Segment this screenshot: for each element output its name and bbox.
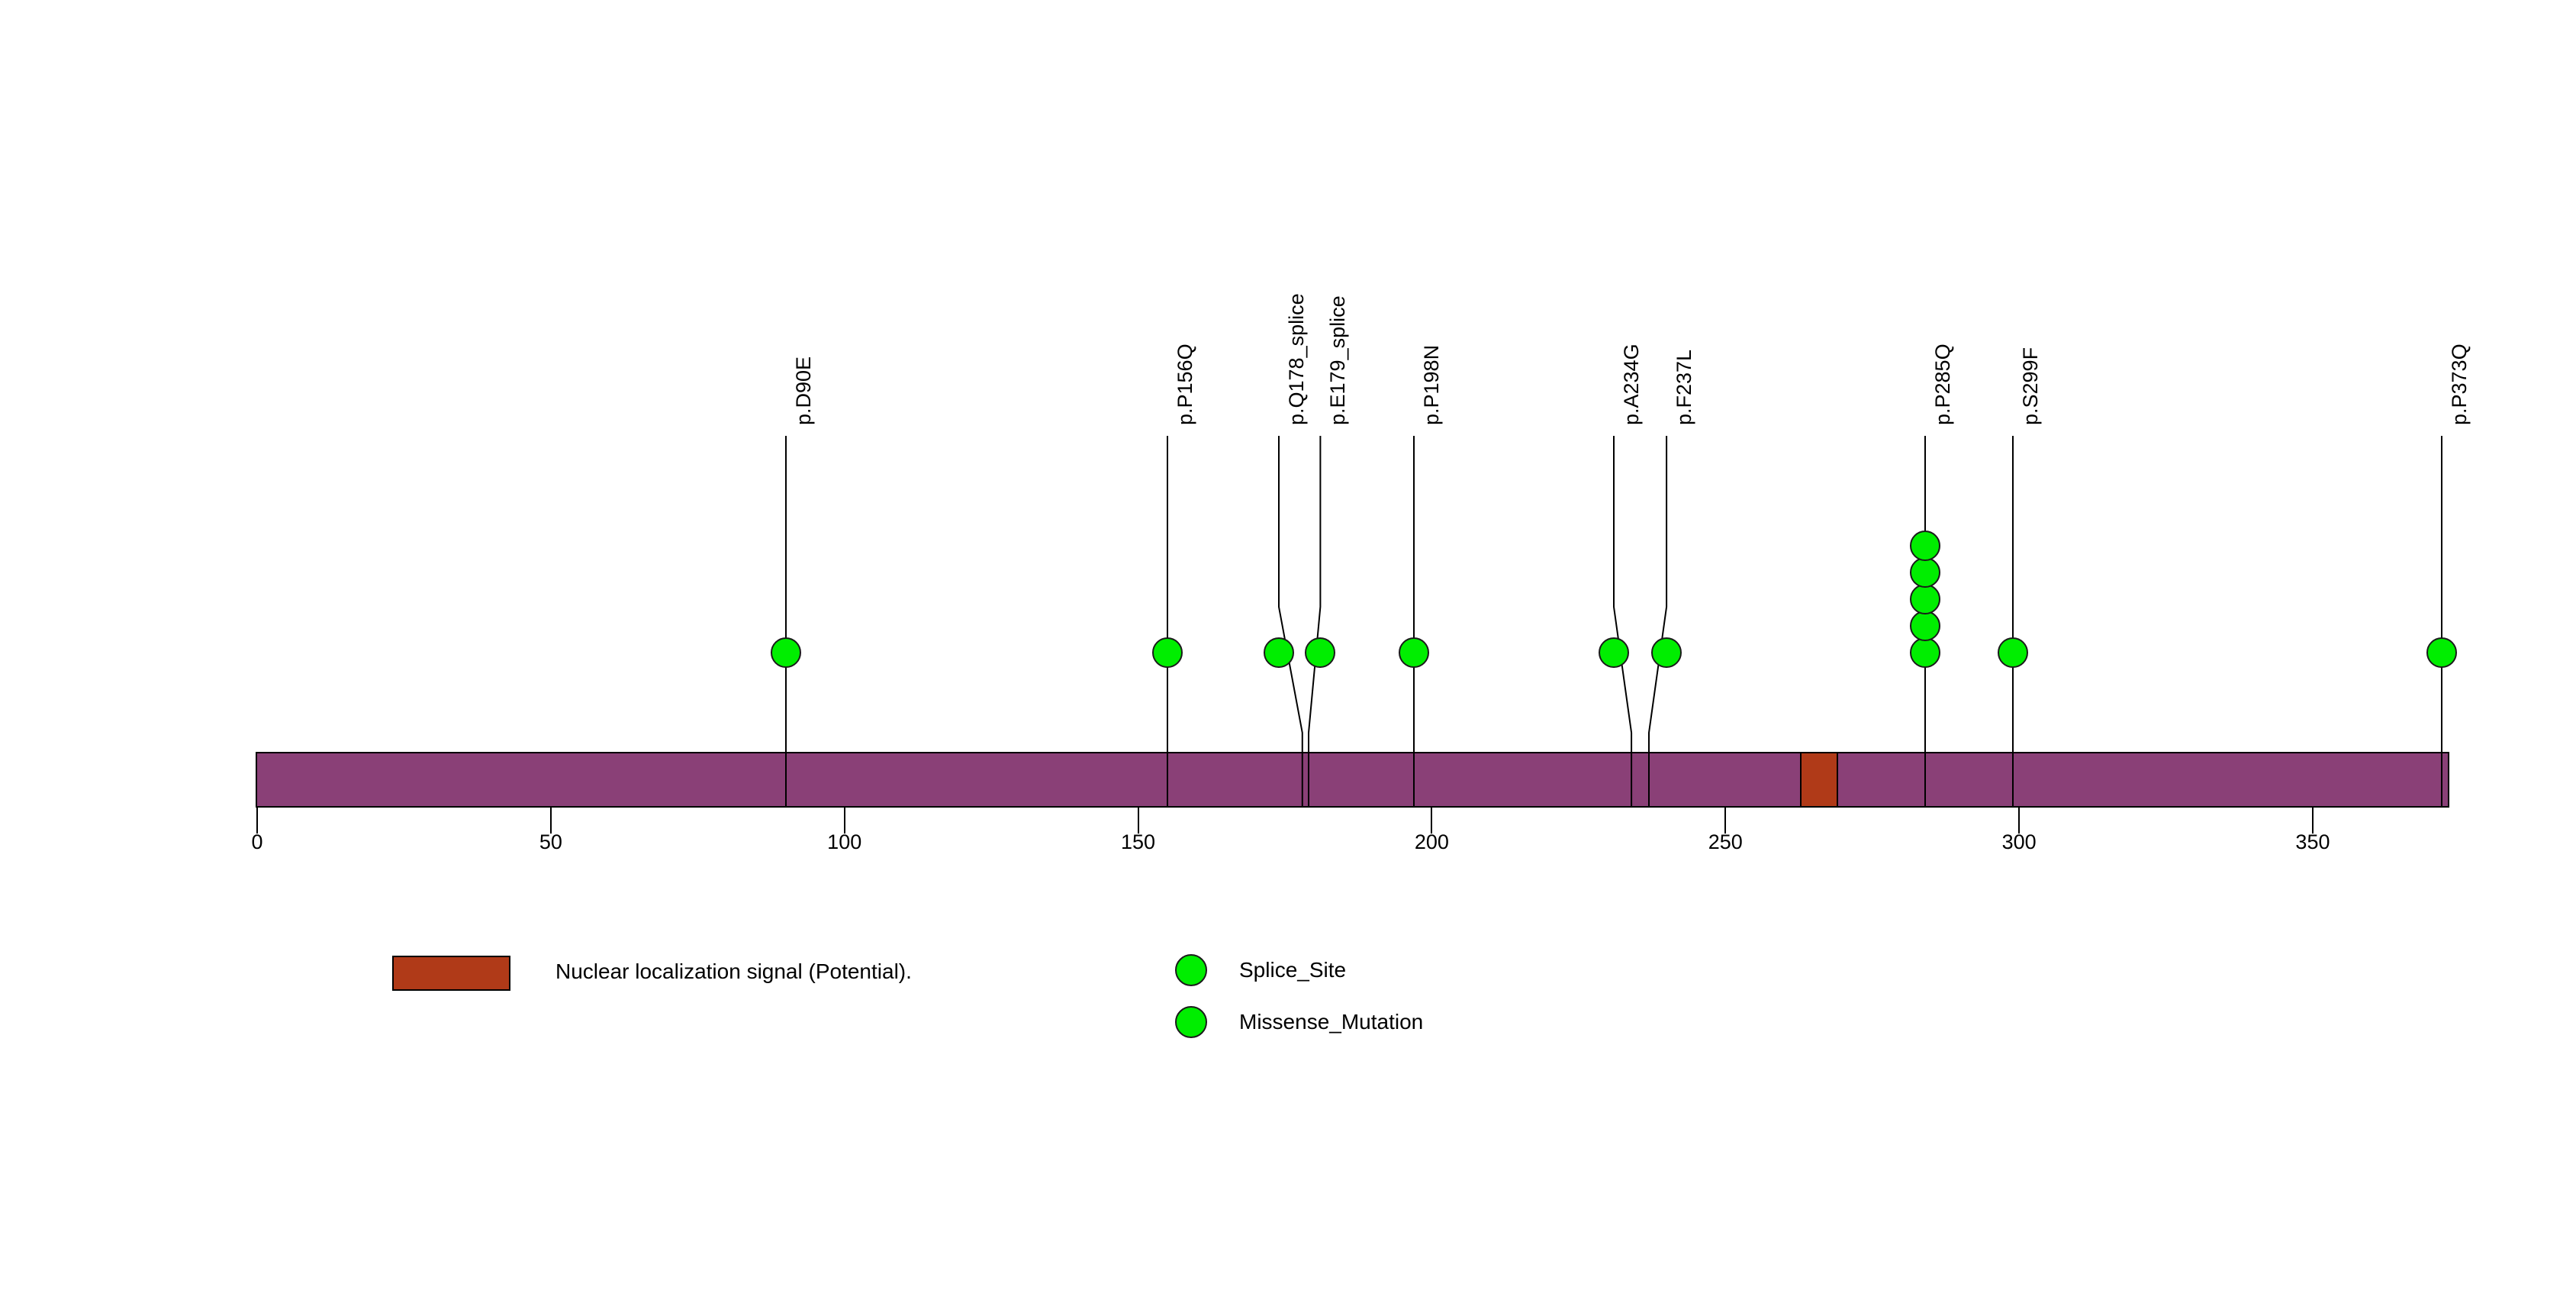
lollipop-marker-p.S299F[interactable] bbox=[1998, 637, 2029, 668]
lollipop-stem-p.S299F bbox=[2012, 436, 2014, 806]
axis-tick-200 bbox=[1431, 806, 1433, 834]
lollipop-marker-p.Q178_splice[interactable] bbox=[1264, 637, 1295, 668]
lollipop-marker-p.P198N[interactable] bbox=[1399, 637, 1430, 668]
lollipop-marker-p.P285Q[interactable] bbox=[1909, 637, 1940, 668]
lollipop-stem-p.Q178_splice bbox=[1278, 436, 1304, 806]
axis-tick-label-0: 0 bbox=[251, 830, 263, 853]
axis-tick-label-50: 50 bbox=[539, 830, 562, 853]
mutation-label-p.D90E: p.D90E bbox=[791, 356, 815, 425]
lollipop-marker-p.P156Q[interactable] bbox=[1152, 637, 1183, 668]
lollipop-stem-p.E179_splice bbox=[1307, 436, 1322, 806]
axis-tick-100 bbox=[843, 806, 845, 834]
protein-backbone bbox=[256, 752, 2449, 808]
lollipop-stem-p.A234G bbox=[1613, 436, 1633, 806]
axis-tick-label-200: 200 bbox=[1414, 830, 1449, 853]
lollipop-marker-p.P285Q[interactable] bbox=[1909, 557, 1940, 588]
mutation-label-p.P156Q: p.P156Q bbox=[1174, 343, 1197, 425]
lollipop-marker-p.A234G[interactable] bbox=[1599, 637, 1630, 668]
legend-domain-swatch-0 bbox=[392, 956, 510, 991]
axis-tick-label-300: 300 bbox=[2001, 830, 2037, 853]
mutation-label-p.E179_splice: p.E179_splice bbox=[1326, 295, 1350, 425]
lollipop-stem-p.P373Q bbox=[2441, 436, 2443, 806]
lollipop-stem-p.D90E bbox=[784, 436, 787, 806]
legend-variant-label-1: Missense_Mutation bbox=[1239, 1010, 1424, 1034]
mutation-label-p.P285Q: p.P285Q bbox=[1930, 343, 1954, 425]
lollipop-marker-p.P285Q[interactable] bbox=[1909, 531, 1940, 561]
legend-variant-dot-1 bbox=[1175, 1006, 1207, 1038]
lollipop-marker-p.E179_splice[interactable] bbox=[1305, 637, 1336, 668]
legend-variant-label-0: Splice_Site bbox=[1239, 958, 1347, 982]
axis-tick-0 bbox=[256, 806, 258, 834]
legend-domain-label-0: Nuclear localization signal (Potential). bbox=[555, 959, 912, 983]
lollipop-marker-p.P285Q[interactable] bbox=[1909, 584, 1940, 614]
x-axis-line bbox=[256, 806, 2449, 808]
lollipop-marker-p.P373Q[interactable] bbox=[2426, 637, 2458, 668]
lollipop-marker-p.P285Q[interactable] bbox=[1909, 611, 1940, 641]
axis-tick-label-250: 250 bbox=[1708, 830, 1743, 853]
axis-tick-label-100: 100 bbox=[827, 830, 862, 853]
mutation-label-p.A234G: p.A234G bbox=[1620, 343, 1644, 425]
mutation-label-p.Q178_splice: p.Q178_splice bbox=[1285, 293, 1309, 425]
lollipop-marker-p.D90E[interactable] bbox=[770, 637, 801, 668]
lollipop-marker-p.F237L[interactable] bbox=[1651, 637, 1682, 668]
axis-tick-350 bbox=[2311, 806, 2314, 834]
axis-tick-300 bbox=[2018, 806, 2021, 834]
lollipop-stem-p.P198N bbox=[1413, 436, 1415, 806]
axis-tick-250 bbox=[1724, 806, 1727, 834]
mutation-label-p.F237L: p.F237L bbox=[1673, 349, 1696, 425]
lollipop-stem-p.F237L bbox=[1648, 436, 1668, 806]
mutation-label-p.P198N: p.P198N bbox=[1420, 344, 1444, 425]
axis-tick-50 bbox=[549, 806, 552, 834]
axis-tick-label-350: 350 bbox=[2295, 830, 2330, 853]
mutation-label-p.P373Q: p.P373Q bbox=[2448, 343, 2471, 425]
lollipop-stem-p.P156Q bbox=[1167, 436, 1169, 806]
legend-variant-dot-0 bbox=[1175, 954, 1207, 986]
mutation-label-p.S299F: p.S299F bbox=[2019, 347, 2043, 425]
axis-tick-150 bbox=[1137, 806, 1139, 834]
domain-region-0[interactable] bbox=[1800, 752, 1839, 808]
axis-tick-label-150: 150 bbox=[1121, 830, 1156, 853]
